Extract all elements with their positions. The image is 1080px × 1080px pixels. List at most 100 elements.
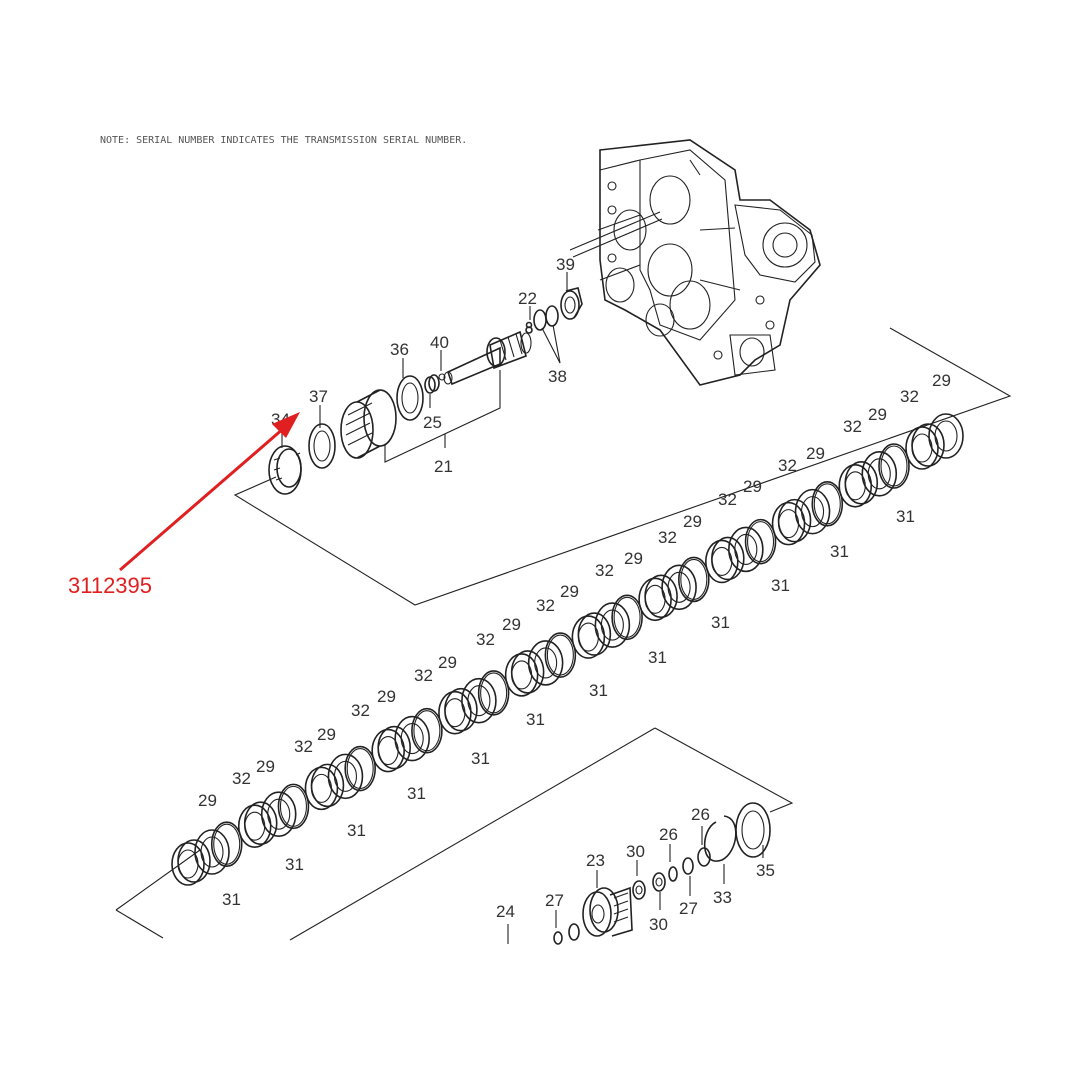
toothed-ring: [477, 670, 510, 716]
friction-plate: [327, 753, 364, 800]
steel-plate: [371, 728, 405, 773]
toothed-ring-teeth: [746, 521, 775, 563]
callout-31: 31: [648, 648, 667, 667]
steel-plate: [438, 690, 472, 735]
highlight-arrow: [119, 412, 300, 572]
callout-27: 27: [679, 899, 698, 918]
toothed-ring: [878, 443, 910, 489]
callout-31: 31: [471, 749, 490, 768]
callout-32: 32: [778, 456, 797, 475]
callout-31: 31: [526, 710, 545, 729]
callout-24: 24: [496, 902, 515, 921]
steel-plate: [571, 615, 606, 659]
toothed-ring: [744, 518, 777, 565]
steel-plate: [771, 501, 806, 546]
callout-32: 32: [414, 666, 433, 685]
steel-plate-bore: [911, 433, 933, 463]
callout-31: 31: [347, 821, 366, 840]
callout-32: 32: [843, 417, 862, 436]
friction-plate: [260, 791, 297, 837]
callout-32: 32: [294, 737, 313, 756]
callout-32: 32: [900, 387, 919, 406]
callout-31: 31: [830, 542, 849, 561]
steel-plate-bore: [644, 584, 666, 614]
toothed-ring-teeth: [613, 596, 641, 638]
callout-29: 29: [932, 371, 951, 390]
callout-31: 31: [285, 855, 304, 874]
callout-33: 33: [713, 888, 732, 907]
clutch-plate-stack: [171, 413, 964, 886]
callout-32: 32: [595, 561, 614, 580]
steel-plate-bore: [244, 811, 266, 841]
callout-31: 31: [771, 576, 790, 595]
callout-32: 32: [351, 701, 370, 720]
callout-29: 29: [624, 549, 643, 568]
callout-25: 25: [423, 413, 442, 432]
friction-plate: [794, 488, 831, 535]
steel-plate: [705, 539, 739, 584]
steel-plate: [171, 842, 205, 886]
callout-32: 32: [476, 630, 495, 649]
steel-plate-bore: [711, 546, 733, 577]
callout-27: 27: [545, 891, 564, 910]
steel-plate-bore: [177, 849, 199, 879]
callout-22: 22: [518, 289, 537, 308]
friction-plate: [594, 602, 631, 648]
group-frames: [115, 327, 1012, 941]
friction-plate: [661, 564, 697, 611]
callout-31: 31: [711, 613, 730, 632]
callout-21: 21: [434, 457, 453, 476]
callout-29: 29: [256, 757, 275, 776]
friction-plate: [928, 413, 964, 459]
callout-29: 29: [560, 582, 579, 601]
steel-plate-bore: [511, 660, 533, 690]
toothed-ring: [411, 707, 443, 754]
friction-plate: [461, 677, 497, 724]
callout-40: 40: [430, 333, 449, 352]
callout-37: 37: [309, 387, 328, 406]
friction-plate: [527, 640, 564, 686]
toothed-ring-teeth: [546, 634, 574, 676]
steel-plate-bore: [377, 735, 399, 766]
callout-32: 32: [232, 769, 251, 788]
arrow-head-icon: [272, 412, 300, 438]
highlighted-part-number: 3112395: [68, 573, 152, 598]
callout-38: 38: [548, 367, 567, 386]
toothed-ring: [811, 481, 844, 527]
toothed-ring: [678, 556, 710, 603]
callout-26: 26: [691, 805, 710, 824]
callout-29: 29: [743, 477, 762, 496]
shaft-assembly-illustration: [268, 287, 583, 495]
callout-29: 29: [683, 512, 702, 531]
callout-35: 35: [756, 861, 775, 880]
callout-26: 26: [659, 825, 678, 844]
callout-30: 30: [626, 842, 645, 861]
callout-31: 31: [222, 890, 241, 909]
toothed-ring-teeth: [413, 710, 441, 752]
toothed-ring-teeth: [813, 483, 841, 525]
steel-plate: [304, 766, 339, 811]
steel-plate: [905, 426, 939, 470]
callout-29: 29: [198, 791, 217, 810]
callout-30: 30: [649, 915, 668, 934]
callout-32: 32: [658, 528, 677, 547]
callout-31: 31: [407, 784, 426, 803]
clutch-hub-group-illustration: [507, 802, 771, 945]
callout-36: 36: [390, 340, 409, 359]
steel-plate: [237, 804, 272, 848]
toothed-ring-teeth: [480, 672, 508, 714]
callout-29: 29: [502, 615, 521, 634]
callout-29: 29: [438, 653, 457, 672]
callout-29: 29: [317, 725, 336, 744]
steel-plate-bore: [444, 698, 466, 728]
friction-plate: [194, 829, 230, 875]
steel-plate-bore: [310, 773, 333, 803]
toothed-ring: [544, 632, 577, 678]
toothed-ring: [210, 821, 243, 867]
callout-29: 29: [806, 444, 825, 463]
callout-labels: 39 22 38 40 36 25 21 37 34 29 32 31 29 3…: [198, 255, 951, 934]
toothed-ring: [344, 745, 376, 792]
callout-leaders: [281, 272, 568, 448]
callout-32: 32: [718, 490, 737, 509]
